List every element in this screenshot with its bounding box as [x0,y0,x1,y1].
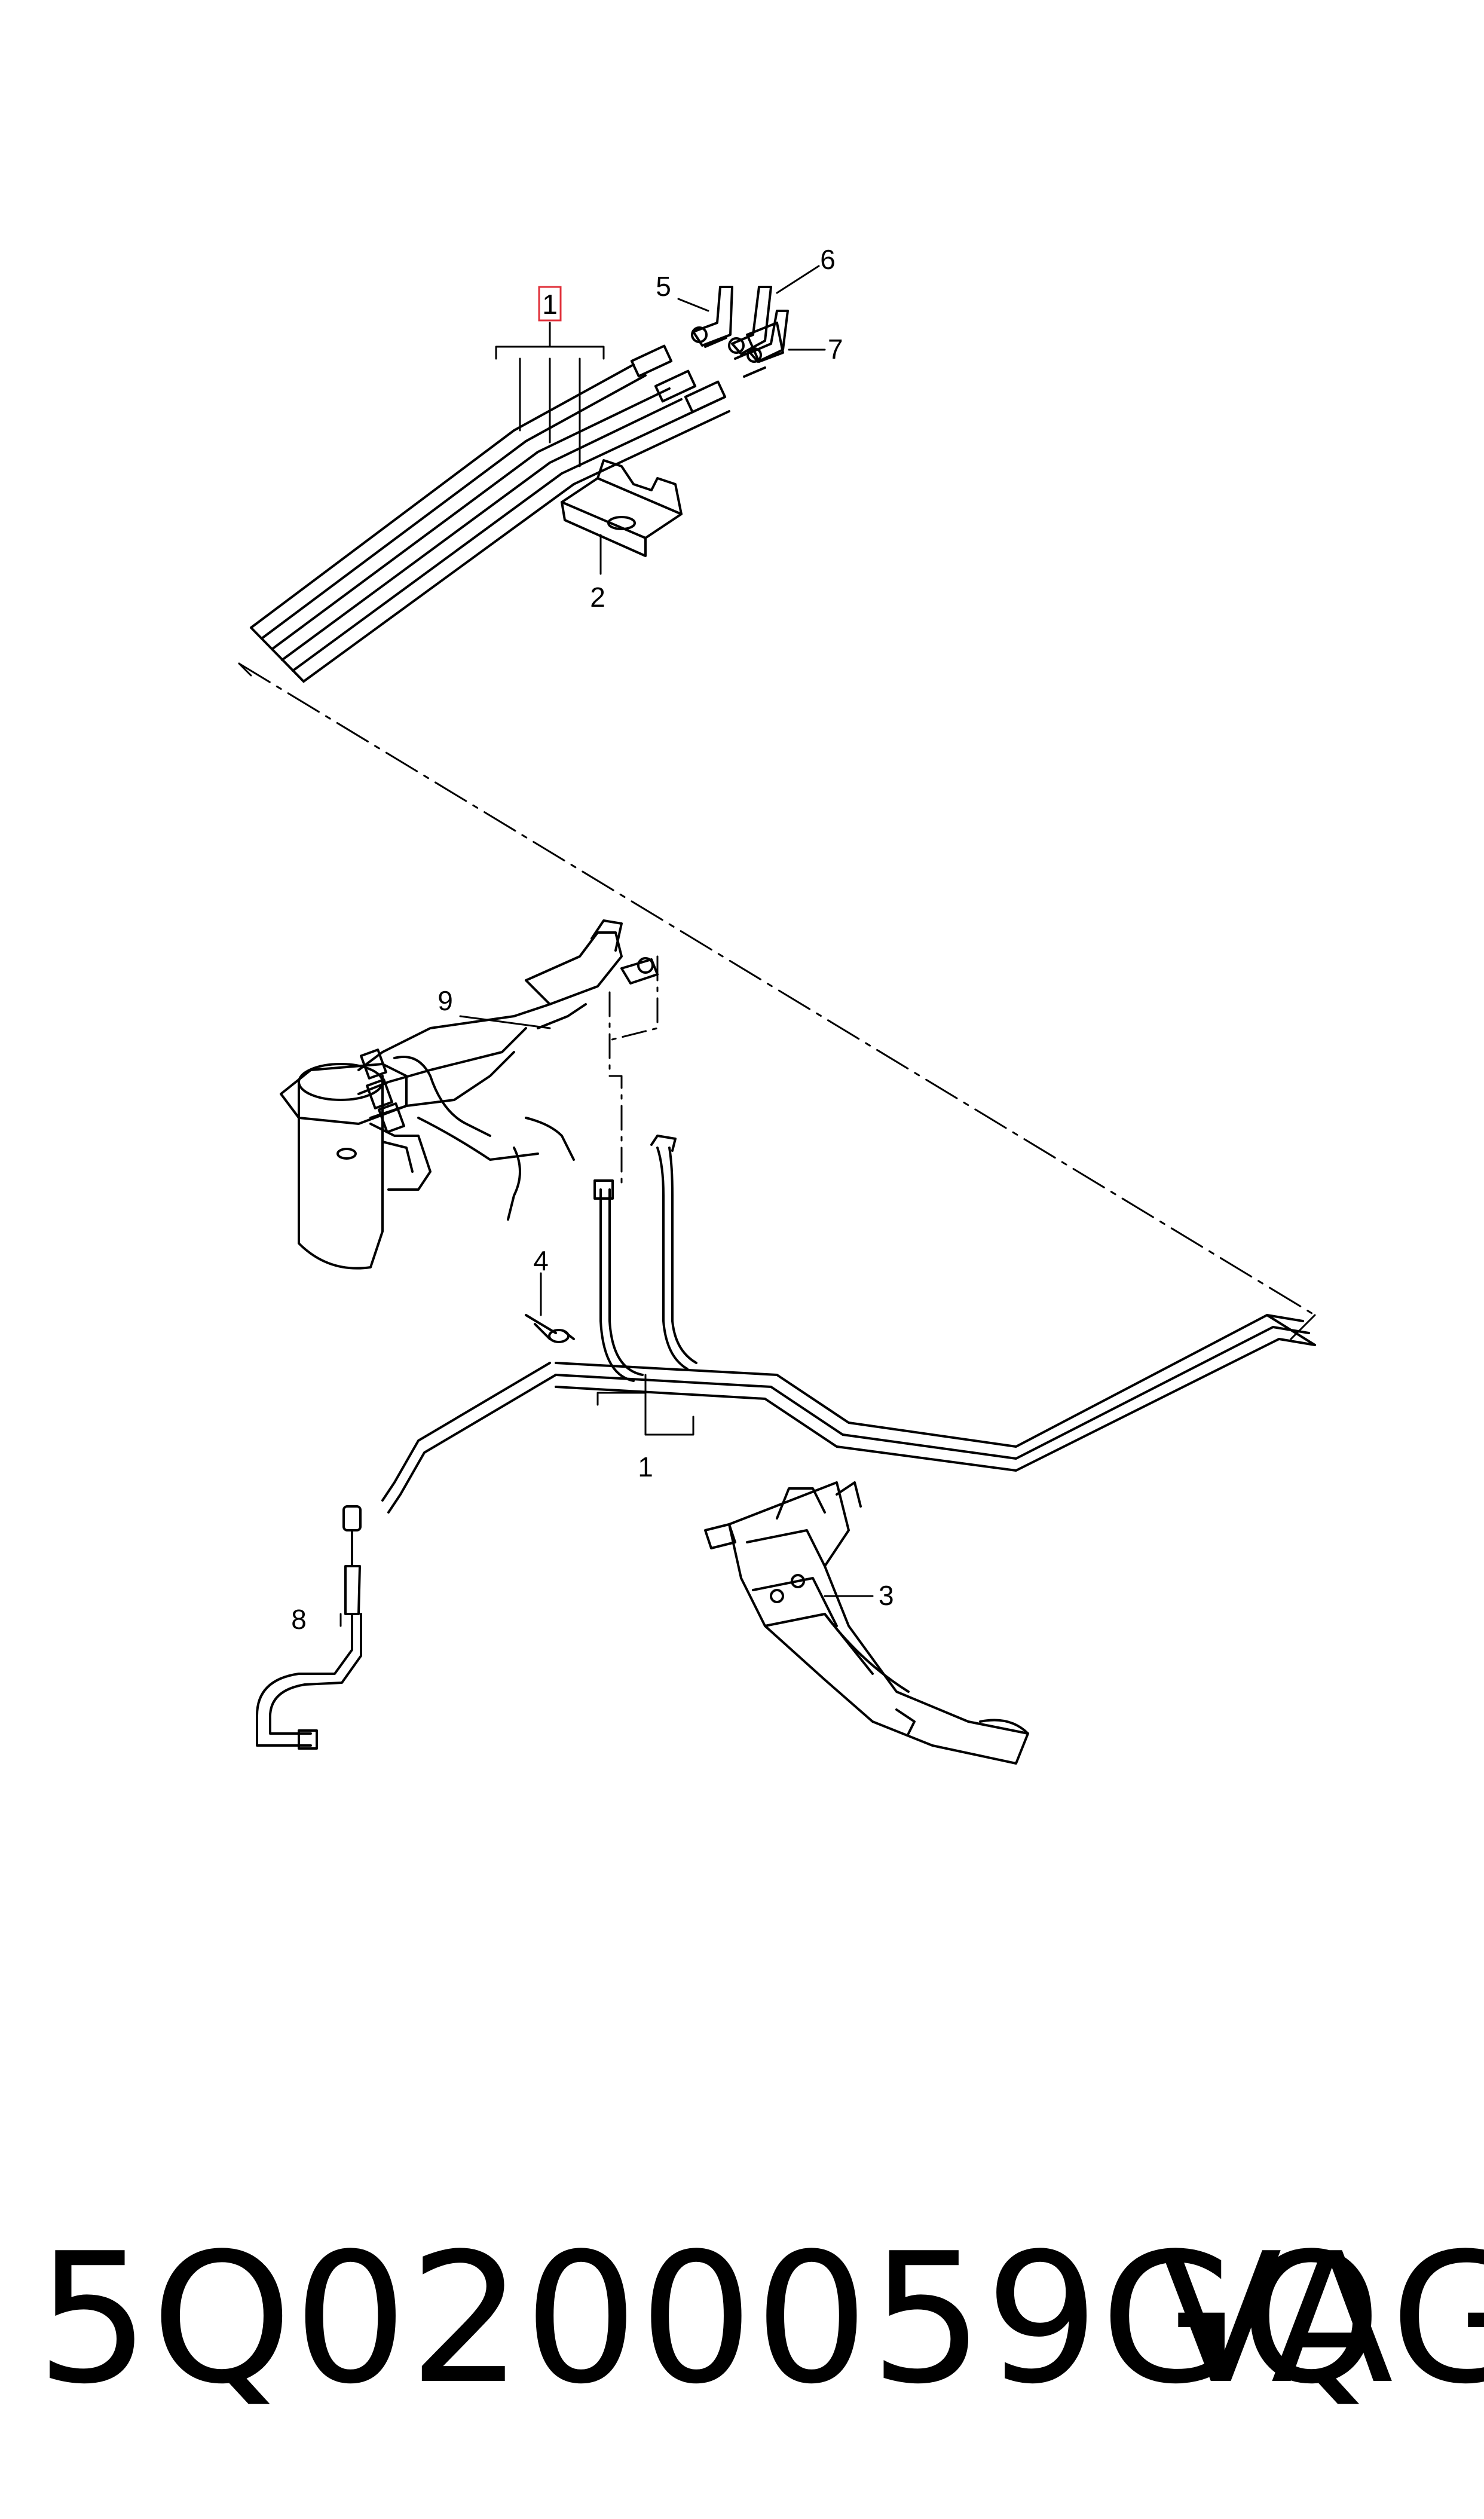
callout-8: 8 [291,1604,307,1635]
line-connectors [630,337,766,414]
connector-6-elbow [728,286,784,363]
callout-3: 3 [879,1580,894,1611]
part-number: 5Q0200059GQ [36,2215,1383,2423]
callout-1-bottom: 1 [638,1451,653,1482]
lower-fuel-lines [381,1314,1316,1514]
highlight-box [538,286,562,322]
valve-block-9 [525,919,659,1005]
callout-1-top: 1 [542,289,558,320]
callout-2: 2 [590,582,605,613]
return-hose-8 [256,1505,362,1750]
connector-7-elbow [746,310,789,363]
bolt-4 [525,1314,575,1343]
connector-5-elbow [691,286,733,347]
vertical-pipes [593,1135,697,1382]
parts-diagram: 1 2 3 4 5 6 7 8 9 1 [238,244,1316,1765]
filter-canister-9 [280,1063,432,1270]
upper-fuel-lines [250,363,730,683]
callout-7: 7 [828,334,843,365]
section-separator [238,662,1316,1340]
callout-9: 9 [437,985,453,1016]
hose-bundle-9 [357,1003,587,1221]
callout-5: 5 [656,271,671,302]
footer: 5Q0200059GQ VAG [0,2212,1484,2463]
dash-dot-routing [608,955,659,1191]
heat-shield-3 [704,1481,1029,1765]
callout-4: 4 [533,1245,549,1276]
bracket-2 [561,459,683,557]
callout-6: 6 [820,244,836,275]
leader-lines [339,265,874,1627]
brand-name: VAG [1159,2215,1484,2423]
